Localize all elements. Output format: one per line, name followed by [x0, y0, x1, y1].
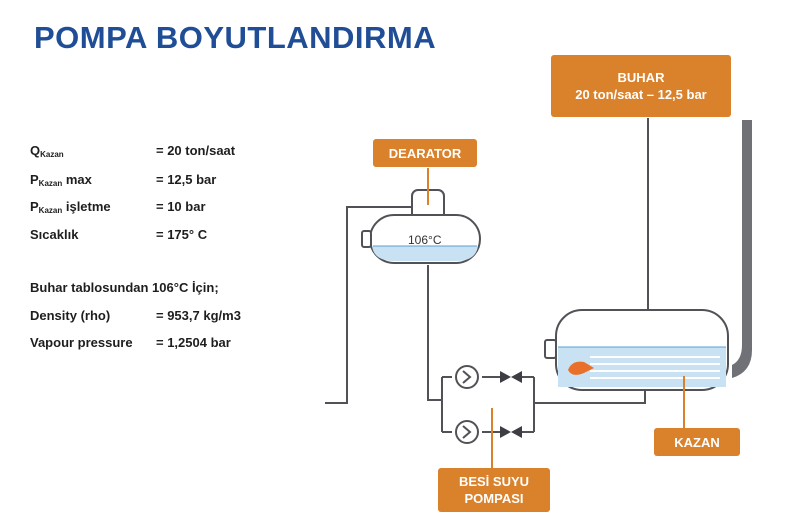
property-value: = 1,2504 bar — [156, 335, 231, 350]
steam-label: BUHAR 20 ton/saat – 12,5 bar — [551, 55, 731, 117]
feed-pumps — [455, 365, 522, 468]
boiler — [544, 309, 729, 430]
param-value: = 20 ton/saat — [156, 143, 236, 158]
boiler-tubes — [590, 356, 720, 379]
property-value: = 953,7 kg/m3 — [156, 308, 241, 323]
feed-pump-label: BESİ SUYU POMPASI — [438, 468, 550, 512]
param-subscript: Kazan — [38, 206, 63, 215]
param-label: P — [30, 199, 39, 214]
check-valve-icon — [500, 371, 522, 383]
param-value: = 175° C — [156, 227, 208, 242]
chimney — [732, 120, 752, 378]
page-title: POMPA BOYUTLANDIRMA — [34, 20, 437, 55]
kazan-label: KAZAN — [654, 428, 740, 456]
param-label: Sıcaklık — [30, 227, 79, 242]
dearator-temperature: 106°C — [408, 233, 442, 247]
steam-table-note: Buhar tablosundan 106°C İçin; — [30, 280, 219, 295]
param-label: Q — [30, 143, 41, 158]
dearator-label: DEARATOR — [373, 139, 477, 167]
param-value: = 10 bar — [156, 199, 206, 214]
dearator-manhole — [361, 230, 372, 248]
param-value: = 12,5 bar — [156, 172, 217, 187]
piping — [325, 118, 649, 433]
flame-icon — [568, 361, 594, 375]
dearator-outlet-pipe — [427, 265, 442, 401]
boiler-manhole — [544, 339, 557, 359]
param-label-suffix: max — [62, 172, 92, 187]
param-subscript: Kazan — [40, 150, 64, 159]
param-label: P — [30, 172, 39, 187]
pump-icon — [455, 365, 479, 389]
param-subscript: Kazan — [38, 179, 63, 188]
param-label-suffix: işletme — [62, 199, 111, 214]
dearator-water — [372, 246, 478, 261]
dearator-tank — [361, 168, 481, 264]
check-valve-icon — [500, 426, 522, 438]
property-label: Density (rho) — [30, 308, 111, 323]
property-label: Vapour pressure — [30, 335, 133, 350]
pump-icon — [455, 420, 479, 444]
